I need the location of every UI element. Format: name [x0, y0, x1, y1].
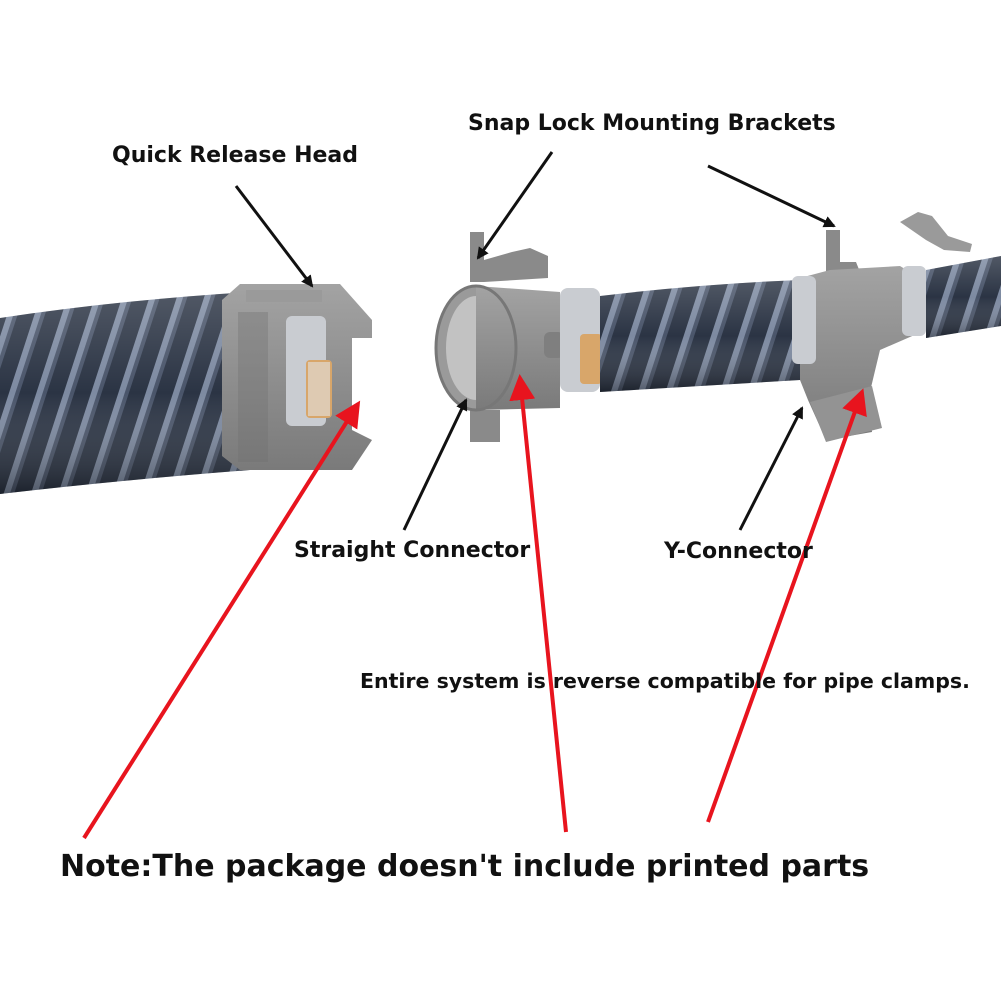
reverse-compatibility-note: Entire system is reverse compatible for …	[360, 669, 970, 693]
red-arrow-y-connector	[706, 388, 867, 823]
pointer-bracket-right	[707, 164, 836, 228]
pointer-straight-connector	[402, 398, 468, 531]
pointer-bracket-left	[476, 151, 554, 260]
pointer-quick-release	[234, 185, 314, 288]
quick-release-head-label: Quick Release Head	[112, 143, 359, 168]
right-hose	[926, 256, 1001, 338]
pointer-y-connector	[738, 406, 804, 531]
snap-lock-brackets-label: Snap Lock Mounting Brackets	[468, 111, 836, 136]
left-hose	[0, 292, 250, 494]
package-note: Note:The package doesn't include printed…	[60, 849, 870, 884]
red-arrow-quick-release	[82, 400, 361, 840]
printed-part-arrows	[82, 374, 867, 840]
red-arrow-straight-connector	[509, 374, 568, 833]
straight-connector	[434, 232, 602, 442]
y-connector-label: Y-Connector	[664, 539, 813, 564]
straight-connector-label: Straight Connector	[294, 538, 531, 563]
middle-hose	[600, 280, 800, 392]
quick-release-head	[222, 284, 372, 470]
label-pointers	[234, 151, 836, 531]
